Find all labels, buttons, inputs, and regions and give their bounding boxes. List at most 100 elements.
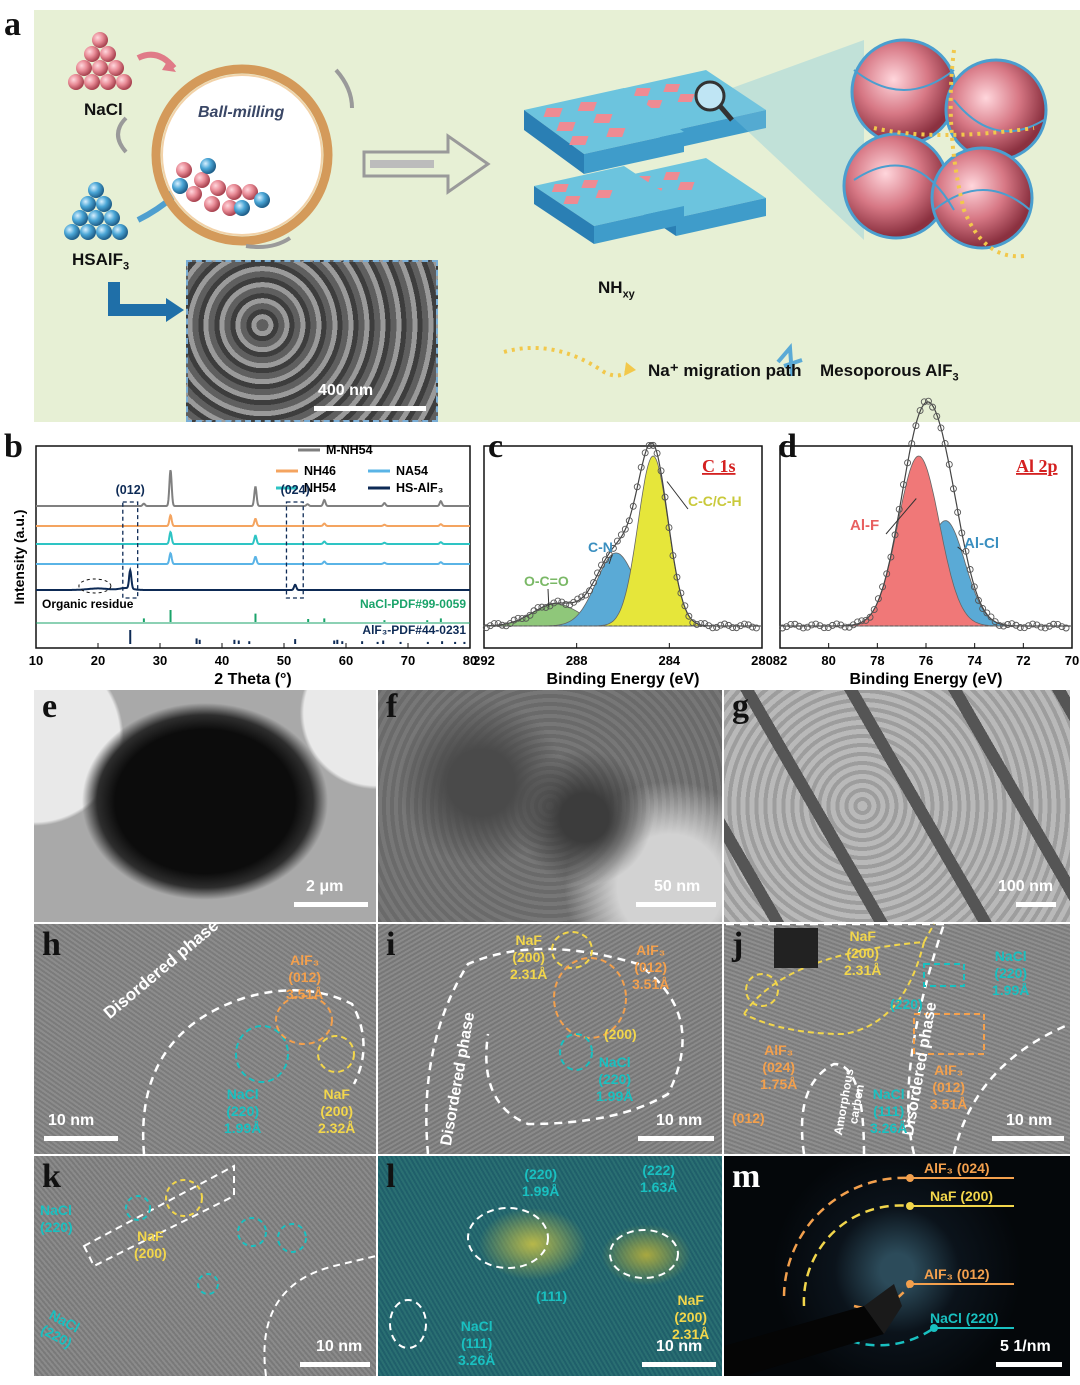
hrtem-image-h: Disordered phase AlF₃ (012) 3.51Å NaCl (… — [34, 916, 376, 1155]
tem-image-f: 50 nm — [378, 690, 722, 922]
data-point — [594, 569, 601, 577]
ring1-label-m: AlF₃ (024) — [924, 1160, 990, 1176]
leader-line — [547, 588, 550, 608]
sem-scale-label: 400 nm — [318, 382, 374, 399]
x-tick-label: 30 — [153, 653, 167, 668]
ring2-label-m: NaF (200) — [930, 1188, 994, 1204]
data-point — [558, 598, 566, 606]
x-tick-label: 60 — [339, 653, 353, 668]
hrtem-image-j: NaF (200) 2.31Å NaCl (220) 1.99Å (220) D… — [724, 922, 1071, 1155]
data-point — [854, 618, 861, 626]
data-point — [744, 621, 752, 629]
data-point — [1037, 623, 1045, 631]
panel-label-h: h — [42, 926, 61, 963]
panel-label-k: k — [42, 1158, 61, 1195]
data-point — [895, 505, 903, 513]
data-point — [908, 440, 916, 448]
data-point — [490, 620, 498, 627]
data-point — [673, 573, 681, 581]
l220-label-l: (220) 1.99Å — [522, 1166, 560, 1199]
data-point — [899, 481, 907, 488]
data-point — [534, 604, 542, 612]
data-point — [721, 620, 729, 628]
tem-image-e: 2 μm — [34, 690, 376, 922]
xrd-series-2 — [36, 513, 470, 527]
data-point — [808, 621, 816, 629]
x-tick-label: 50 — [277, 653, 291, 668]
data-point — [804, 623, 811, 631]
data-point — [538, 603, 546, 611]
scale-bar-i — [638, 1136, 714, 1141]
leader-line — [666, 481, 689, 510]
x-tick-label: 284 — [658, 653, 680, 668]
data-point — [578, 593, 586, 601]
scale-bar-e — [294, 902, 368, 907]
data-point — [954, 508, 962, 516]
schematic-drawing — [64, 32, 1048, 378]
data-point — [866, 613, 874, 621]
component-label: C-N — [588, 539, 613, 555]
nacl-111-label-j: NaCl (111) 3.26Å — [870, 1086, 908, 1136]
component-label: Al-Cl — [964, 535, 999, 552]
data-point — [717, 621, 725, 629]
alf3-012-label-j: AlF₃ (012) 3.51Å — [930, 1062, 968, 1112]
data-point — [1050, 620, 1058, 628]
region-outlines-k — [82, 1164, 377, 1377]
data-point — [598, 561, 605, 569]
xrd-series-5 — [36, 566, 470, 591]
data-point — [649, 441, 657, 449]
x-tick-label: 74 — [967, 653, 982, 668]
data-point — [858, 617, 866, 625]
data-point — [629, 502, 637, 510]
scale-label-f: 50 nm — [654, 878, 701, 895]
nhxy-label: NHxy — [598, 278, 635, 301]
scale-label-j: 10 nm — [1006, 1112, 1053, 1129]
panel-label-e: e — [42, 688, 58, 725]
leader-line — [608, 554, 613, 565]
x-tick-label: 70 — [401, 653, 415, 668]
data-point — [870, 606, 878, 614]
alf3-label-h: AlF₃ (012) 3.51Å — [286, 952, 324, 1002]
naf-label-h: NaF (200) 2.32Å — [318, 1086, 356, 1136]
hrtem-image-k: NaCl (220) NaF (200) NaCl (220) 10 nm — [34, 1156, 377, 1377]
legend-mesoporous-alf3: Mesoporous AlF3 — [820, 361, 959, 384]
n012-label-j: (012) — [732, 1110, 765, 1126]
ring4-label-m: NaCl (220) — [930, 1310, 999, 1326]
data-point — [1054, 621, 1062, 628]
scale-bar-l — [642, 1362, 716, 1367]
x-tick-label: 78 — [870, 653, 884, 668]
data-point — [613, 537, 621, 545]
data-point — [510, 616, 518, 624]
data-point — [570, 598, 578, 606]
data-point — [991, 618, 999, 626]
x-axis-label: Binding Energy (eV) — [850, 671, 1003, 688]
data-point — [641, 449, 649, 457]
x-tick-label: 10 — [29, 653, 43, 668]
component-label: O-C=O — [524, 573, 569, 589]
region-outlines-h — [141, 989, 365, 1155]
scale-bar-g — [1016, 902, 1056, 907]
data-point — [1058, 623, 1066, 631]
scale-label-l: 10 nm — [656, 1338, 703, 1355]
panel-label-f: f — [386, 688, 398, 725]
data-point — [582, 591, 590, 599]
data-point — [506, 620, 514, 627]
reference-label: AlF₃-PDF#44-0231 — [362, 623, 466, 637]
ring3-label-m: AlF₃ (012) — [924, 1266, 990, 1282]
data-point — [637, 463, 645, 471]
tem-image-g: 100 nm — [724, 690, 1070, 922]
data-point — [824, 624, 832, 632]
data-point — [725, 621, 733, 629]
data-point — [970, 583, 978, 591]
region-outlines-j — [724, 922, 1071, 1155]
data-point — [514, 614, 522, 622]
plot-frame — [35, 445, 471, 649]
data-point — [741, 620, 748, 628]
data-point — [518, 615, 526, 623]
region-outlines-i — [425, 931, 684, 1155]
scale-bar-k — [300, 1362, 370, 1367]
data-point — [837, 621, 845, 629]
arrow-icon — [108, 282, 170, 316]
